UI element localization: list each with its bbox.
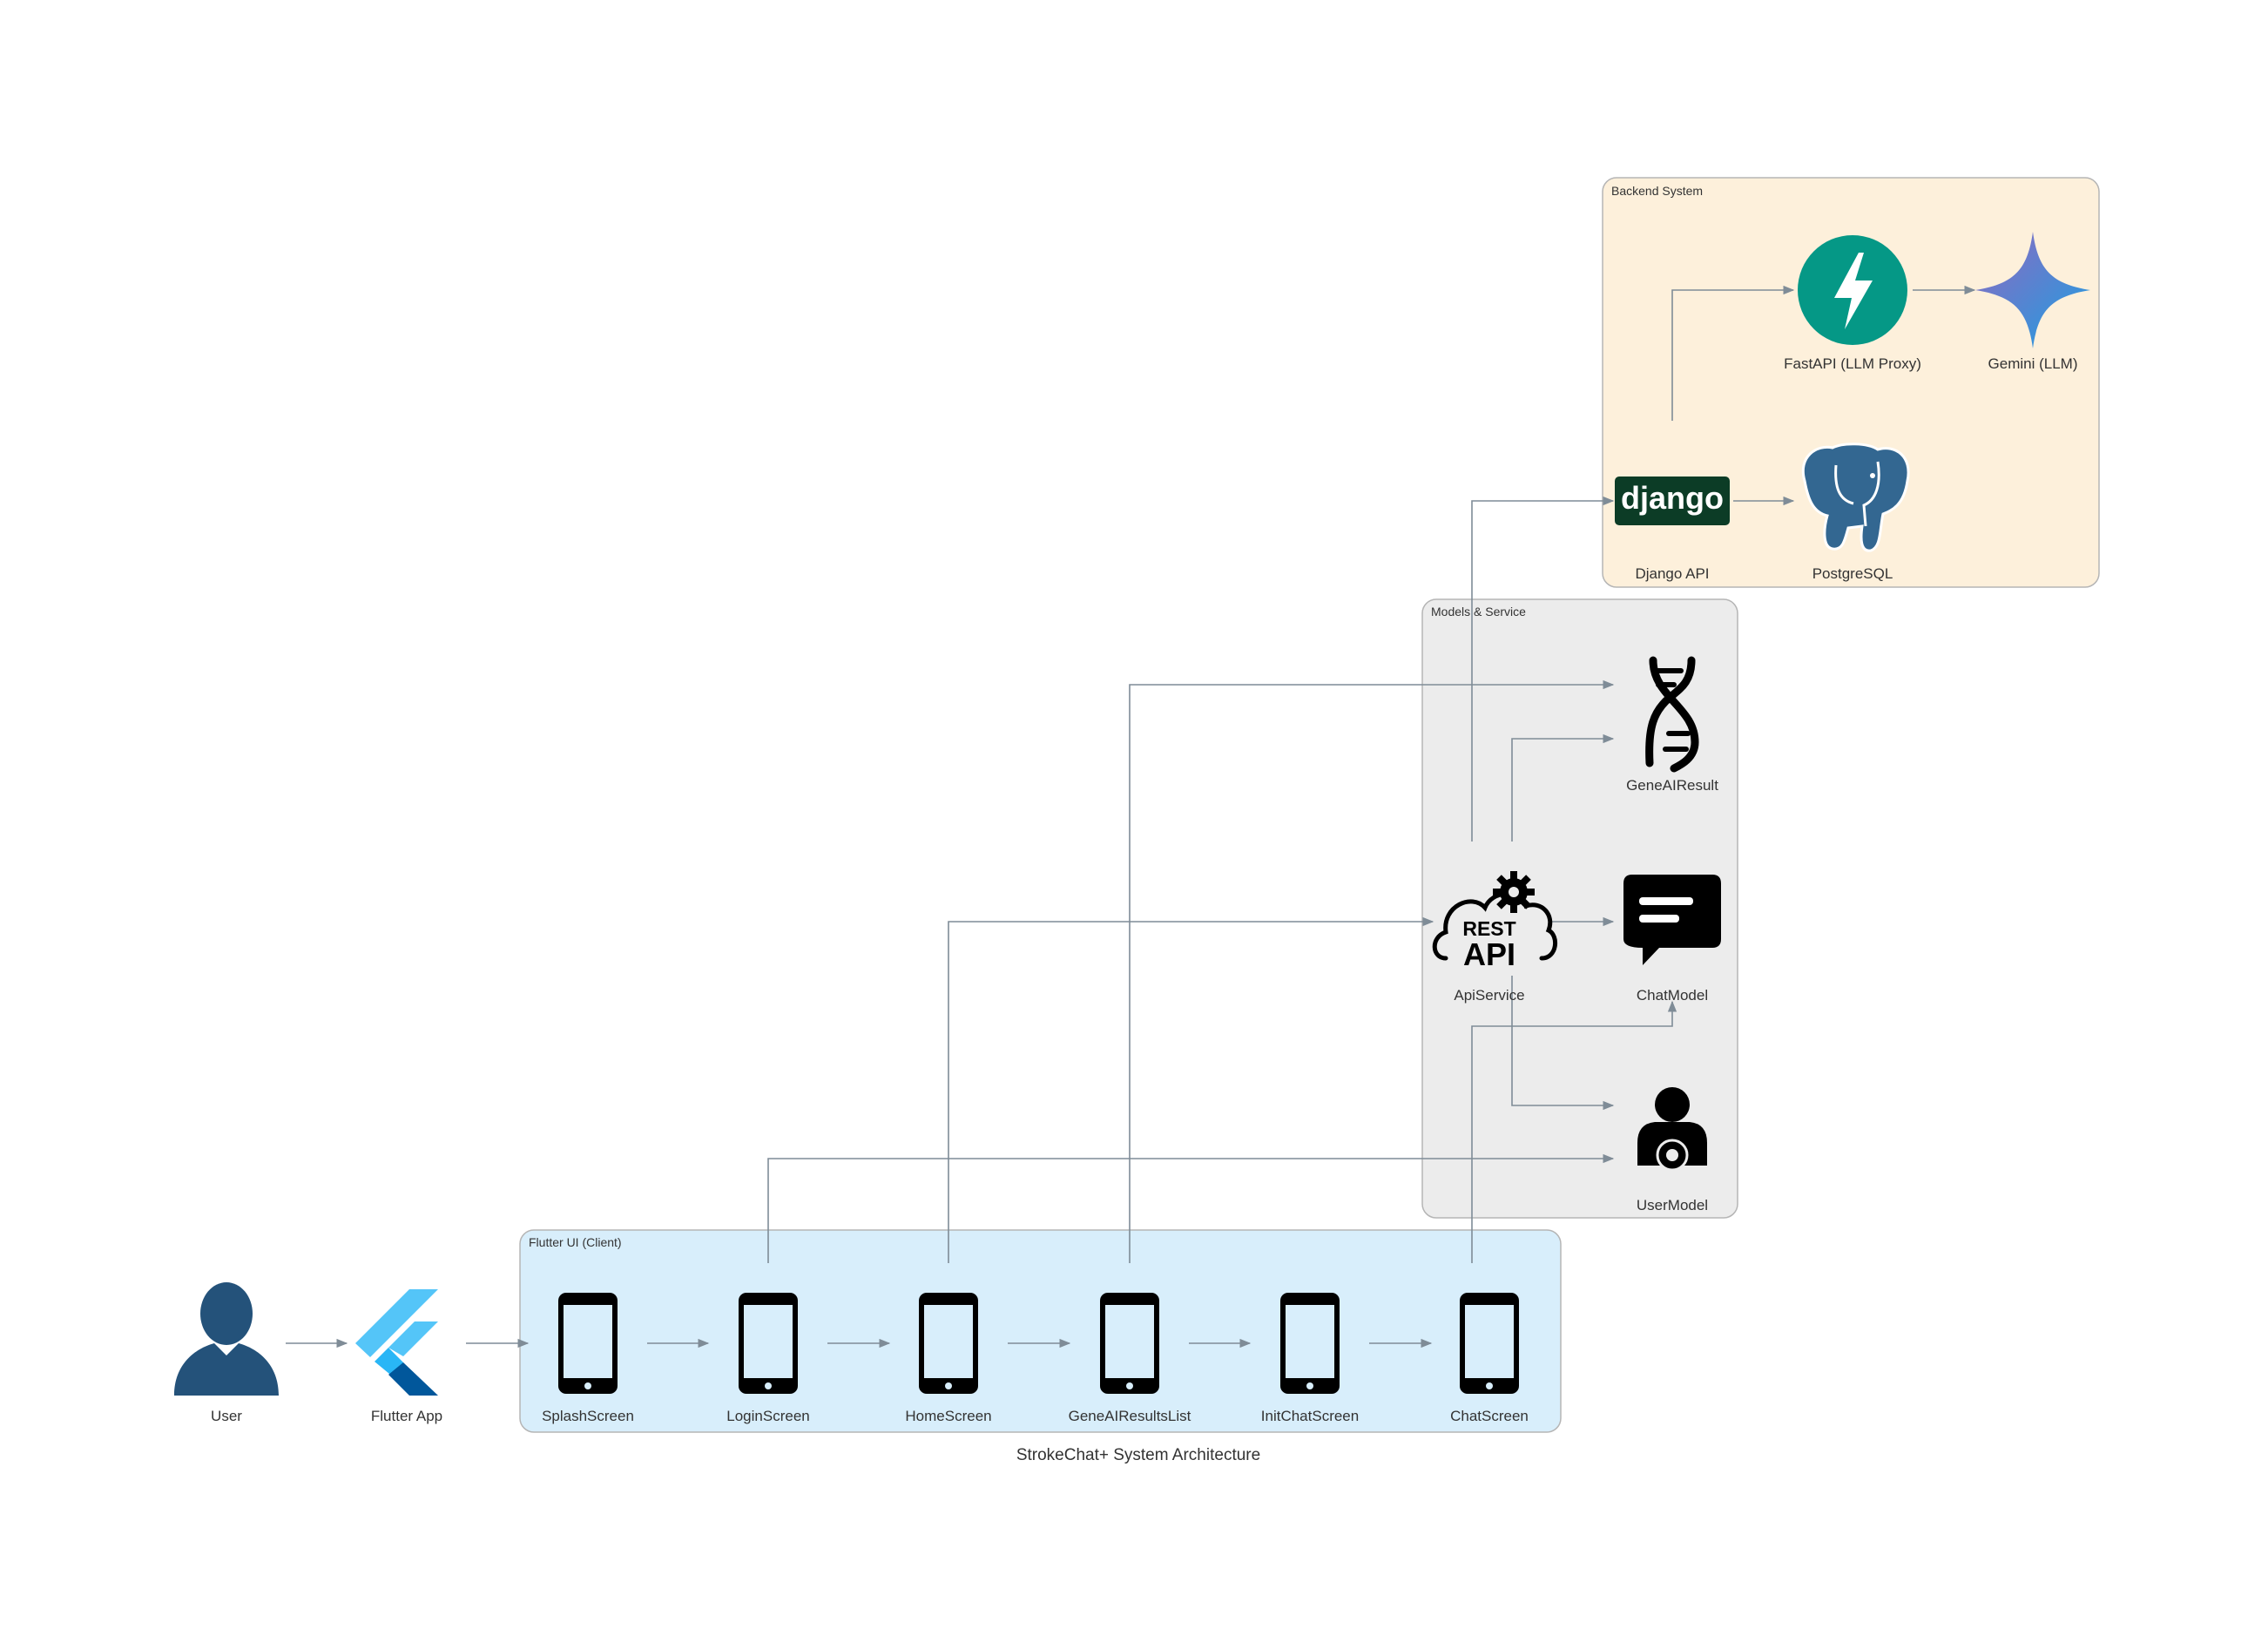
flutter-logo-icon [355, 1289, 438, 1396]
django-logo-text: django [1621, 480, 1724, 516]
node-postgresql-label: PostgreSQL [1812, 565, 1893, 582]
mobile-phone-icon [1100, 1293, 1159, 1394]
mobile-phone-icon [558, 1293, 618, 1394]
node-user-model-label: UserModel [1637, 1197, 1708, 1213]
edge-api-usermodel [1511, 976, 1615, 1111]
node-fastapi: FastAPI (LLM Proxy) [1784, 235, 1921, 372]
mobile-phone-icon [919, 1293, 978, 1394]
node-django-api: django Django API [1615, 477, 1730, 582]
django-logo-icon: django [1615, 477, 1730, 525]
mobile-phone-icon [1280, 1293, 1340, 1394]
mobile-phone-icon [1460, 1293, 1519, 1394]
node-flutter-app: Flutter App [355, 1289, 442, 1424]
node-gene-ai-result: GeneAIResult [1626, 656, 1718, 794]
node-init-chat-label: InitChatScreen [1261, 1408, 1359, 1424]
node-gene-results-list: GeneAIResultsList [1069, 1293, 1191, 1424]
node-fastapi-label: FastAPI (LLM Proxy) [1784, 355, 1921, 372]
edge-django-fastapi [1671, 285, 1795, 421]
node-splash-screen: SplashScreen [542, 1293, 634, 1424]
node-gemini-label: Gemini (LLM) [1988, 355, 2078, 372]
cluster-backend-label: Backend System [1611, 184, 1703, 198]
user-icon [174, 1282, 279, 1396]
user-gear-icon [1637, 1087, 1707, 1172]
node-home-label: HomeScreen [905, 1408, 991, 1424]
edge-chatscreen-chatmodel [1471, 1000, 1677, 1263]
node-gemini: Gemini (LLM) [1975, 232, 2090, 372]
node-django-label: Django API [1635, 565, 1709, 582]
api-icon-text: API [1463, 936, 1515, 972]
node-init-chat-screen: InitChatScreen [1261, 1293, 1359, 1424]
cluster-models: Models & Service [1421, 598, 1738, 1219]
node-flutter-app-label: Flutter App [371, 1408, 442, 1424]
edge-home-apiservice [948, 916, 1434, 1263]
cluster-flutter-ui-label: Flutter UI (Client) [529, 1235, 622, 1249]
chat-bubble-icon [1623, 875, 1721, 965]
node-api-service-label: ApiService [1454, 987, 1524, 1004]
gemini-star-icon [1975, 232, 2090, 348]
diagram-title: StrokeChat+ System Architecture [1016, 1446, 1260, 1464]
rest-api-cloud-icon: REST API [1432, 871, 1557, 972]
node-chat-screen-label: ChatScreen [1450, 1408, 1529, 1424]
rest-icon-text: REST [1462, 917, 1515, 940]
node-chat-screen: ChatScreen [1450, 1293, 1529, 1424]
node-home-screen: HomeScreen [905, 1293, 992, 1424]
node-user-model: UserModel [1637, 1087, 1708, 1213]
edge-api-django [1471, 496, 1615, 842]
edge-login-usermodel [767, 1153, 1615, 1263]
mobile-phone-icon [739, 1293, 798, 1394]
node-login-screen: LoginScreen [726, 1293, 810, 1424]
node-gene-list-label: GeneAIResultsList [1069, 1408, 1191, 1424]
cluster-flutter-ui: Flutter UI (Client) [519, 1229, 1562, 1433]
node-chat-model-label: ChatModel [1637, 987, 1708, 1004]
edges [286, 285, 1976, 1348]
node-chat-model: ChatModel [1623, 875, 1721, 1004]
cluster-models-label: Models & Service [1431, 605, 1526, 618]
edge-genelist-generesult [1129, 679, 1615, 1263]
dna-icon [1645, 656, 1699, 773]
node-splash-label: SplashScreen [542, 1408, 634, 1424]
node-gene-ai-result-label: GeneAIResult [1626, 777, 1718, 794]
postgresql-elephant-icon [1801, 443, 1910, 552]
node-api-service: REST API ApiService [1432, 871, 1557, 1004]
node-user: User [174, 1282, 279, 1424]
edge-api-generesult [1511, 733, 1615, 842]
node-user-label: User [211, 1408, 242, 1424]
fastapi-lightning-icon [1798, 235, 1907, 345]
node-postgresql: PostgreSQL [1801, 443, 1910, 582]
node-login-label: LoginScreen [726, 1408, 809, 1424]
